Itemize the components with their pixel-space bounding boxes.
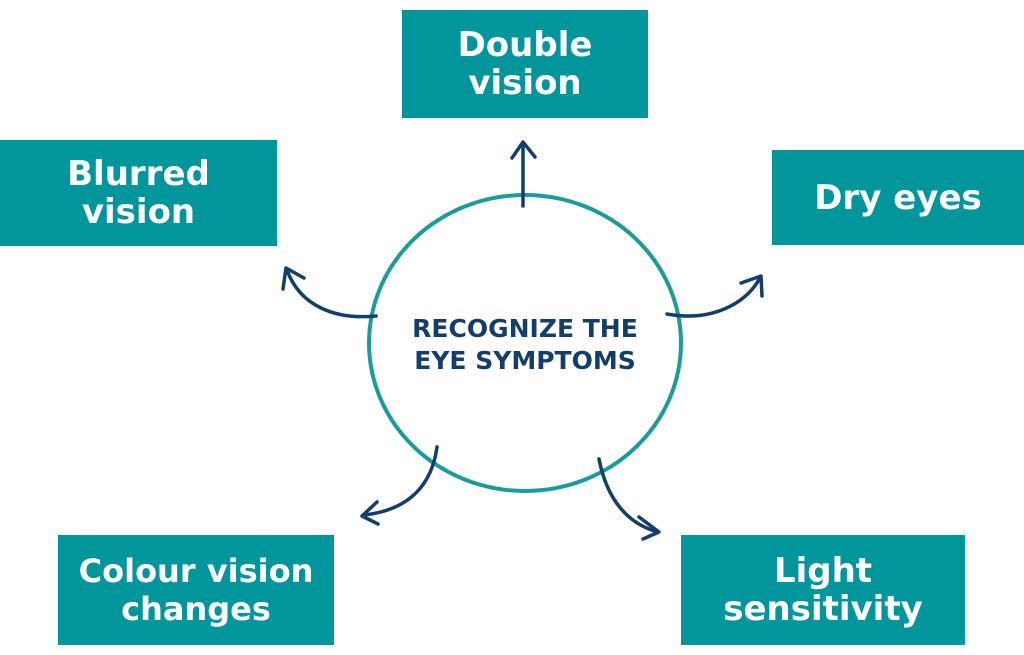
symptom-label-dry-eyes: Dry eyes bbox=[814, 177, 982, 218]
arrow-to-double-vision bbox=[510, 140, 537, 208]
symptom-label-double-vision: Double vision bbox=[457, 25, 593, 103]
symptom-label-light-sensitivity: Light sensitivity bbox=[723, 551, 923, 629]
symptom-box-dry-eyes: Dry eyes bbox=[772, 150, 1024, 245]
center-circle: RECOGNIZE THE EYE SYMPTOMS bbox=[367, 193, 683, 493]
center-title: RECOGNIZE THE EYE SYMPTOMS bbox=[412, 314, 638, 375]
symptom-label-blurred-vision: Blurred vision bbox=[67, 154, 210, 232]
symptom-box-colour-vision-changes: Colour vision changes bbox=[58, 535, 334, 645]
symptom-label-colour-vision-changes: Colour vision changes bbox=[78, 552, 314, 628]
arrow-to-blurred-vision bbox=[281, 266, 378, 319]
symptom-box-double-vision: Double vision bbox=[402, 10, 648, 118]
symptom-box-blurred-vision: Blurred vision bbox=[0, 140, 277, 246]
arrow-to-dry-eyes bbox=[665, 274, 764, 318]
symptom-box-light-sensitivity: Light sensitivity bbox=[681, 535, 965, 645]
arrow-to-light-sensitivity bbox=[597, 457, 661, 541]
arrow-to-colour-vision-changes bbox=[360, 445, 439, 526]
